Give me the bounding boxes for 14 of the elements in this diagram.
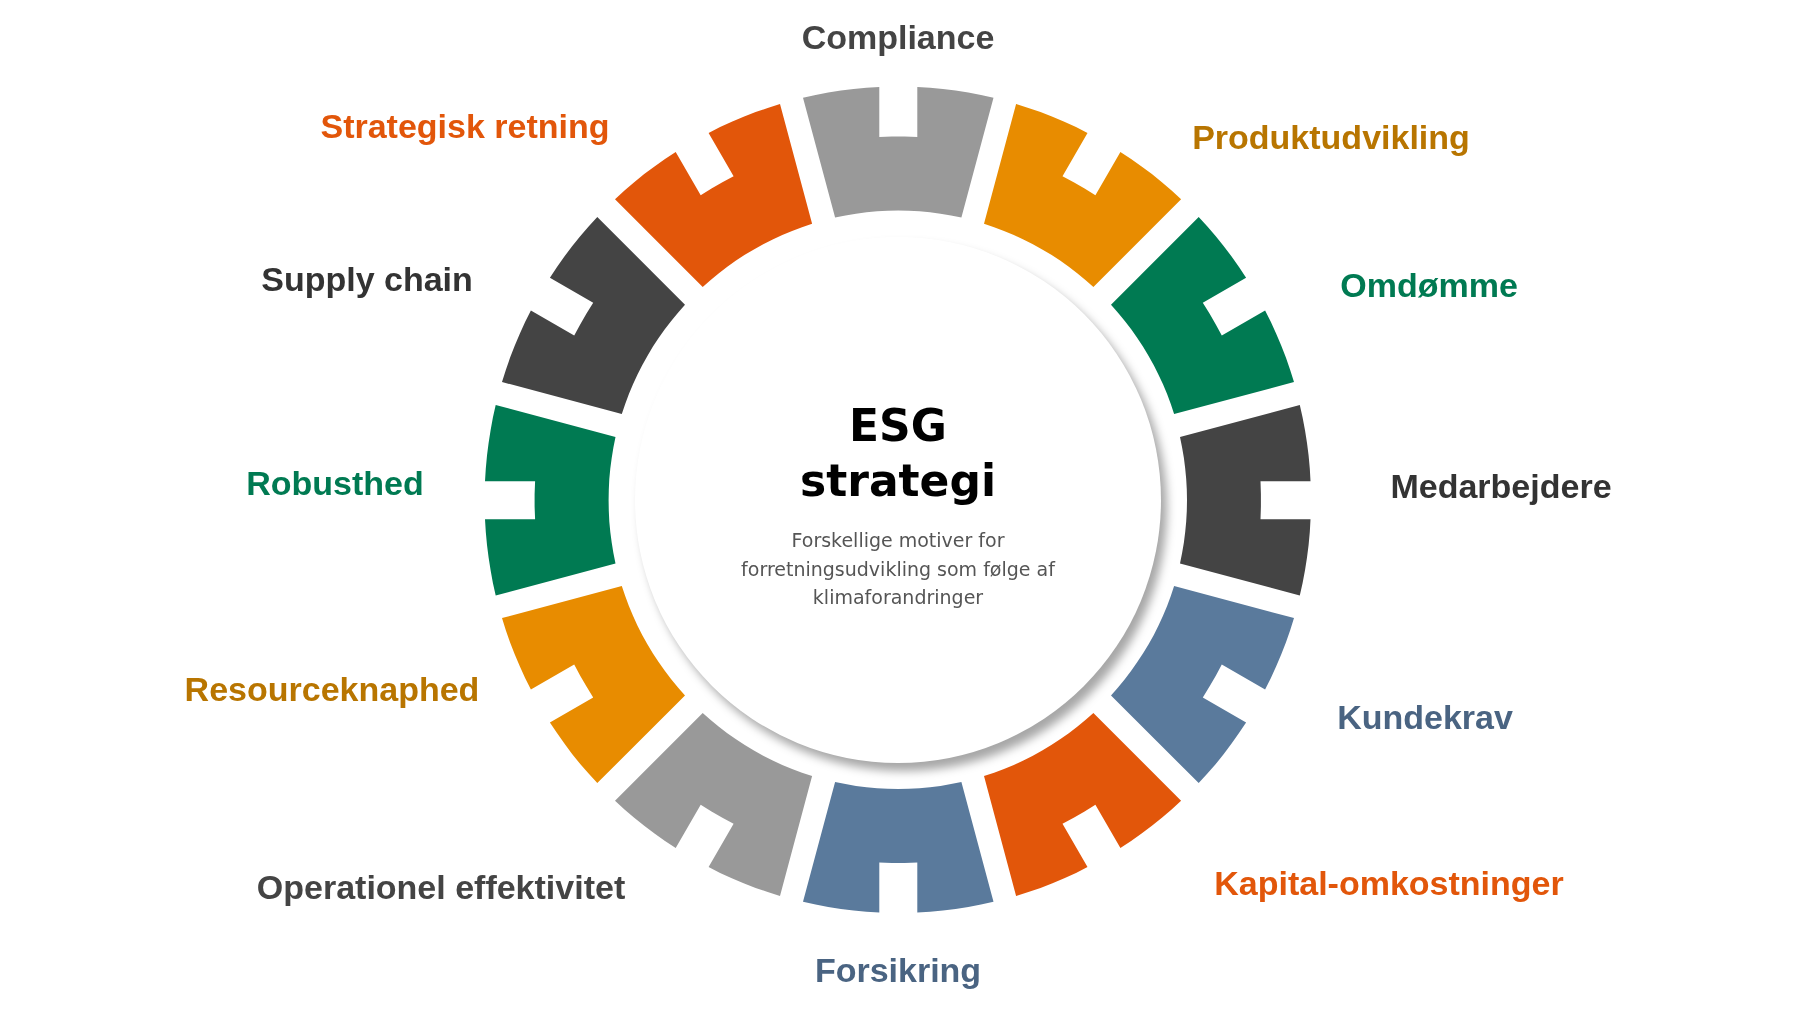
segment-label: Produktudvikling	[1192, 117, 1470, 157]
segment-label: Robusthed	[246, 463, 424, 503]
segment-label: Kapital-omkostninger	[1214, 863, 1564, 903]
segment-label: Compliance	[801, 17, 995, 57]
segment-label: Resourceknaphed	[184, 669, 480, 709]
segment-label: Medarbejdere	[1390, 466, 1612, 506]
segment-label: Strategisk retning	[320, 106, 610, 146]
segment-label: Omdømme	[1340, 265, 1518, 305]
segment-label: Supply chain	[261, 259, 473, 299]
center-title: ESG strategi	[798, 399, 998, 509]
segment-label: Forsikring	[814, 950, 982, 990]
segment-label: Operationel effektivitet	[256, 867, 626, 907]
center-subtitle: Forskellige motiver for forretningsudvikling som følge af klimaforandringer	[740, 528, 1057, 611]
segment-label: Kundekrav	[1337, 697, 1513, 737]
